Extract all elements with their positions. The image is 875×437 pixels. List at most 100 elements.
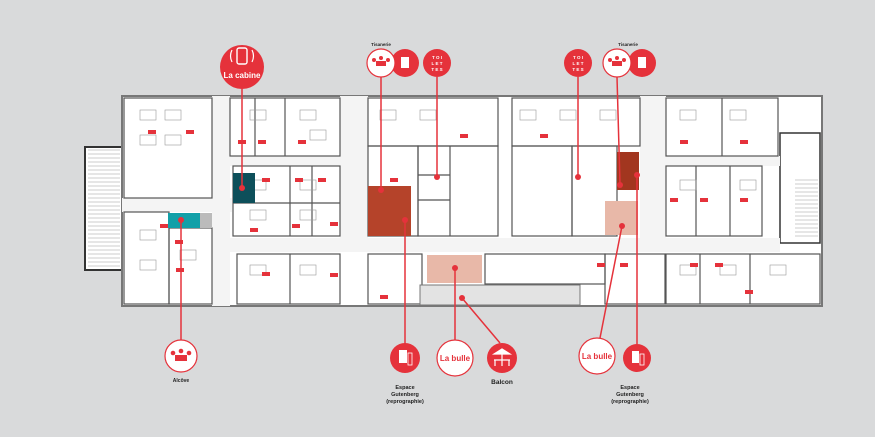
room-number-tag <box>460 134 468 138</box>
desk <box>139 229 157 241</box>
desk <box>139 259 157 271</box>
corridor <box>230 238 780 252</box>
room-number-tag <box>330 273 338 277</box>
toilettes-text: T E S <box>572 67 583 72</box>
callout-toilettes-right[interactable]: T O I L E T T E S <box>564 49 592 77</box>
building <box>84 95 823 307</box>
toilettes-text: L E T <box>432 61 443 66</box>
room-number-tag <box>740 198 748 202</box>
callout-label: Espace <box>620 385 639 391</box>
desk <box>249 209 267 221</box>
desk <box>179 249 197 261</box>
callout-la-cabine[interactable]: La cabine <box>220 45 264 89</box>
room-number-tag <box>330 222 338 226</box>
callout-label: La bulle <box>582 352 613 361</box>
desk <box>769 264 787 276</box>
desk <box>729 109 747 121</box>
desk <box>679 264 697 276</box>
corridor <box>340 96 368 246</box>
toilettes-text: T O I <box>432 55 442 60</box>
desk <box>164 134 182 146</box>
room-number-tag <box>740 140 748 144</box>
callout-label: (reprographie) <box>386 399 424 405</box>
room-number-tag <box>295 178 303 182</box>
desk <box>519 109 537 121</box>
callout-balcon[interactable]: Balcon <box>487 343 517 386</box>
room-number-tag <box>318 178 326 182</box>
room-number-tag <box>680 140 688 144</box>
room-number-tag <box>690 263 698 267</box>
desk <box>559 109 577 121</box>
callout-label: Espace <box>395 385 414 391</box>
room-number-tag <box>745 290 753 294</box>
callout-label: La bulle <box>440 354 471 363</box>
desk <box>679 109 697 121</box>
room-number-tags <box>148 130 753 299</box>
desk <box>164 109 182 121</box>
desk <box>299 209 317 221</box>
room-alcove[interactable] <box>168 213 200 228</box>
room-number-tag <box>298 140 306 144</box>
desk <box>419 109 437 121</box>
desk <box>249 264 267 276</box>
room-number-tag <box>390 178 398 182</box>
desk <box>309 129 327 141</box>
corridor <box>212 96 230 306</box>
room-number-tag <box>380 295 388 299</box>
room-reprographie-left[interactable] <box>368 186 411 236</box>
callout-toilettes-left[interactable]: T O I L E T T E S <box>423 49 451 77</box>
desk <box>299 109 317 121</box>
desk <box>599 109 617 121</box>
corridor <box>666 156 780 166</box>
corridor <box>122 198 232 212</box>
phone-icon <box>229 47 255 65</box>
room-number-tag <box>160 224 168 228</box>
storage <box>200 213 212 228</box>
walls <box>123 97 821 305</box>
room-tisanerie-right[interactable] <box>617 152 639 190</box>
room-number-tag <box>700 198 708 202</box>
callout-tisanerie-right[interactable]: Tisanerie <box>602 42 656 78</box>
stairs-left-steps <box>88 149 120 267</box>
leader-lines <box>178 76 640 344</box>
callout-la-bulle-right[interactable]: La bulle <box>578 337 616 375</box>
stairwell-left <box>84 146 124 271</box>
room-number-tag <box>186 130 194 134</box>
corridor <box>640 96 666 246</box>
room-number-tag <box>292 224 300 228</box>
desk <box>299 264 317 276</box>
callout-tisanerie-left[interactable]: Tisanerie <box>366 42 419 78</box>
desk <box>379 109 397 121</box>
corridor <box>230 156 340 166</box>
callout-la-bulle-left[interactable]: La bulle <box>436 339 474 377</box>
callout-label: Balcon <box>491 379 513 386</box>
desk <box>739 179 757 191</box>
callout-label: (reprographie) <box>611 399 649 405</box>
desks <box>139 109 787 276</box>
desk <box>719 264 737 276</box>
desk <box>299 179 317 191</box>
desk <box>139 134 157 146</box>
callout-label: La cabine <box>224 71 261 80</box>
room-number-tag <box>597 263 605 267</box>
room-number-tag <box>540 134 548 138</box>
room-number-tag <box>670 198 678 202</box>
room-number-tag <box>176 268 184 272</box>
desk <box>249 109 267 121</box>
toilettes-text: T E S <box>431 67 442 72</box>
callout-gutenberg-right[interactable]: Espace Gutenberg (reprographie) <box>611 344 651 405</box>
balcony[interactable] <box>419 284 581 306</box>
toilettes-text: T O I <box>573 55 583 60</box>
room-number-tag <box>175 240 183 244</box>
room-number-tag <box>262 178 270 182</box>
callout-label: Gutenberg <box>391 392 419 398</box>
room-number-tag <box>250 228 258 232</box>
callout-alcove[interactable]: Alcôve <box>164 339 198 384</box>
desk <box>679 179 697 191</box>
toilettes-text: L E T <box>573 61 584 66</box>
callout-gutenberg-left[interactable]: Espace Gutenberg (reprographie) <box>386 343 424 405</box>
room-number-tag <box>148 130 156 134</box>
callout-label: Alcôve <box>173 378 190 384</box>
callout-label: Gutenberg <box>616 392 644 398</box>
